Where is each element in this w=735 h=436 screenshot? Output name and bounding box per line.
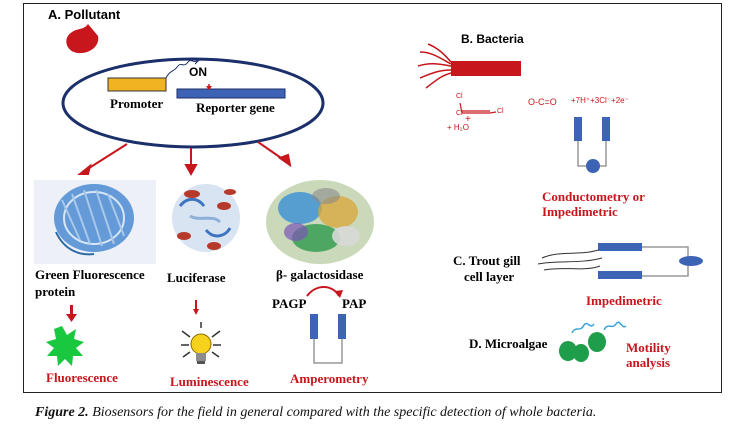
- chem-water: + H₂O: [447, 123, 469, 132]
- gfp-label-line2: protein: [35, 284, 76, 299]
- panel-a-title: A. Pollutant: [48, 7, 121, 22]
- panel-c-title: C. Trout gill: [453, 253, 521, 268]
- on-label: ON: [189, 65, 207, 79]
- reporter-gene-label: Reporter gene: [196, 100, 275, 115]
- gfp-label: Green Fluorescence: [35, 267, 145, 282]
- gfp-protein-image: [34, 180, 156, 264]
- analysis-output: analysis: [626, 355, 671, 370]
- pollutant-drop-icon: [66, 24, 99, 54]
- figure-caption: Figure 2. Biosensors for the field in ge…: [35, 405, 596, 421]
- oval-output-arrows: [77, 141, 292, 177]
- lightbulb-icon: [181, 322, 221, 364]
- label-output-arrows: [66, 300, 199, 322]
- impedimetric-output-c: Impedimetric: [586, 293, 662, 308]
- panel-b-title: B. Bacteria: [461, 32, 524, 46]
- chem-cl-1: Cl: [456, 93, 463, 100]
- figure-frame: [23, 3, 722, 393]
- dichloroethene-structure: [459, 102, 497, 114]
- reporter-gene-box: [176, 88, 286, 99]
- beta-galactosidase-label: β- galactosidase: [276, 267, 364, 282]
- caption-text: Biosensors for the field in general comp…: [88, 405, 597, 420]
- amperometry-electrodes: [306, 286, 346, 364]
- activation-squiggle: [165, 59, 199, 79]
- microalgae-icon: [559, 321, 627, 362]
- promoter-box: [107, 77, 167, 92]
- luminescence-output: Luminescence: [170, 374, 249, 389]
- luciferase-protein-image: [172, 184, 240, 252]
- chem-cl-2: Cl: [456, 110, 463, 117]
- luciferase-label: Luciferase: [167, 270, 226, 285]
- fluorescence-star-icon: [46, 326, 84, 366]
- panel-d-title: D. Microalgae: [469, 336, 548, 351]
- chem-products: +7H⁺+3Cl⁻+2e⁻: [571, 96, 629, 105]
- beta-galactosidase-protein-image: [266, 180, 374, 264]
- panel-c-title-line2: cell layer: [464, 269, 515, 284]
- caption-label: Figure 2.: [35, 405, 89, 420]
- conductometry-output: Conductometry or: [542, 189, 645, 204]
- chem-plus: +: [465, 114, 471, 125]
- pap-label: PAP: [342, 296, 367, 311]
- pagp-label: PAGP: [272, 296, 307, 311]
- amperometry-output: Amperometry: [290, 371, 369, 386]
- gill-cell-layer-electrodes: [537, 243, 703, 279]
- bacterium-icon: [417, 43, 521, 89]
- chem-co2: O-C=O: [528, 97, 557, 107]
- gene-construct-oval: [61, 57, 325, 149]
- conductometry-electrodes: [574, 117, 610, 173]
- chem-cl-3: Cl: [497, 108, 504, 115]
- motility-output: Motility: [626, 340, 671, 355]
- impedimetric-output-b: Impedimetric: [542, 204, 618, 219]
- promoter-label: Promoter: [110, 96, 164, 111]
- fluorescence-output: Fluorescence: [46, 370, 118, 385]
